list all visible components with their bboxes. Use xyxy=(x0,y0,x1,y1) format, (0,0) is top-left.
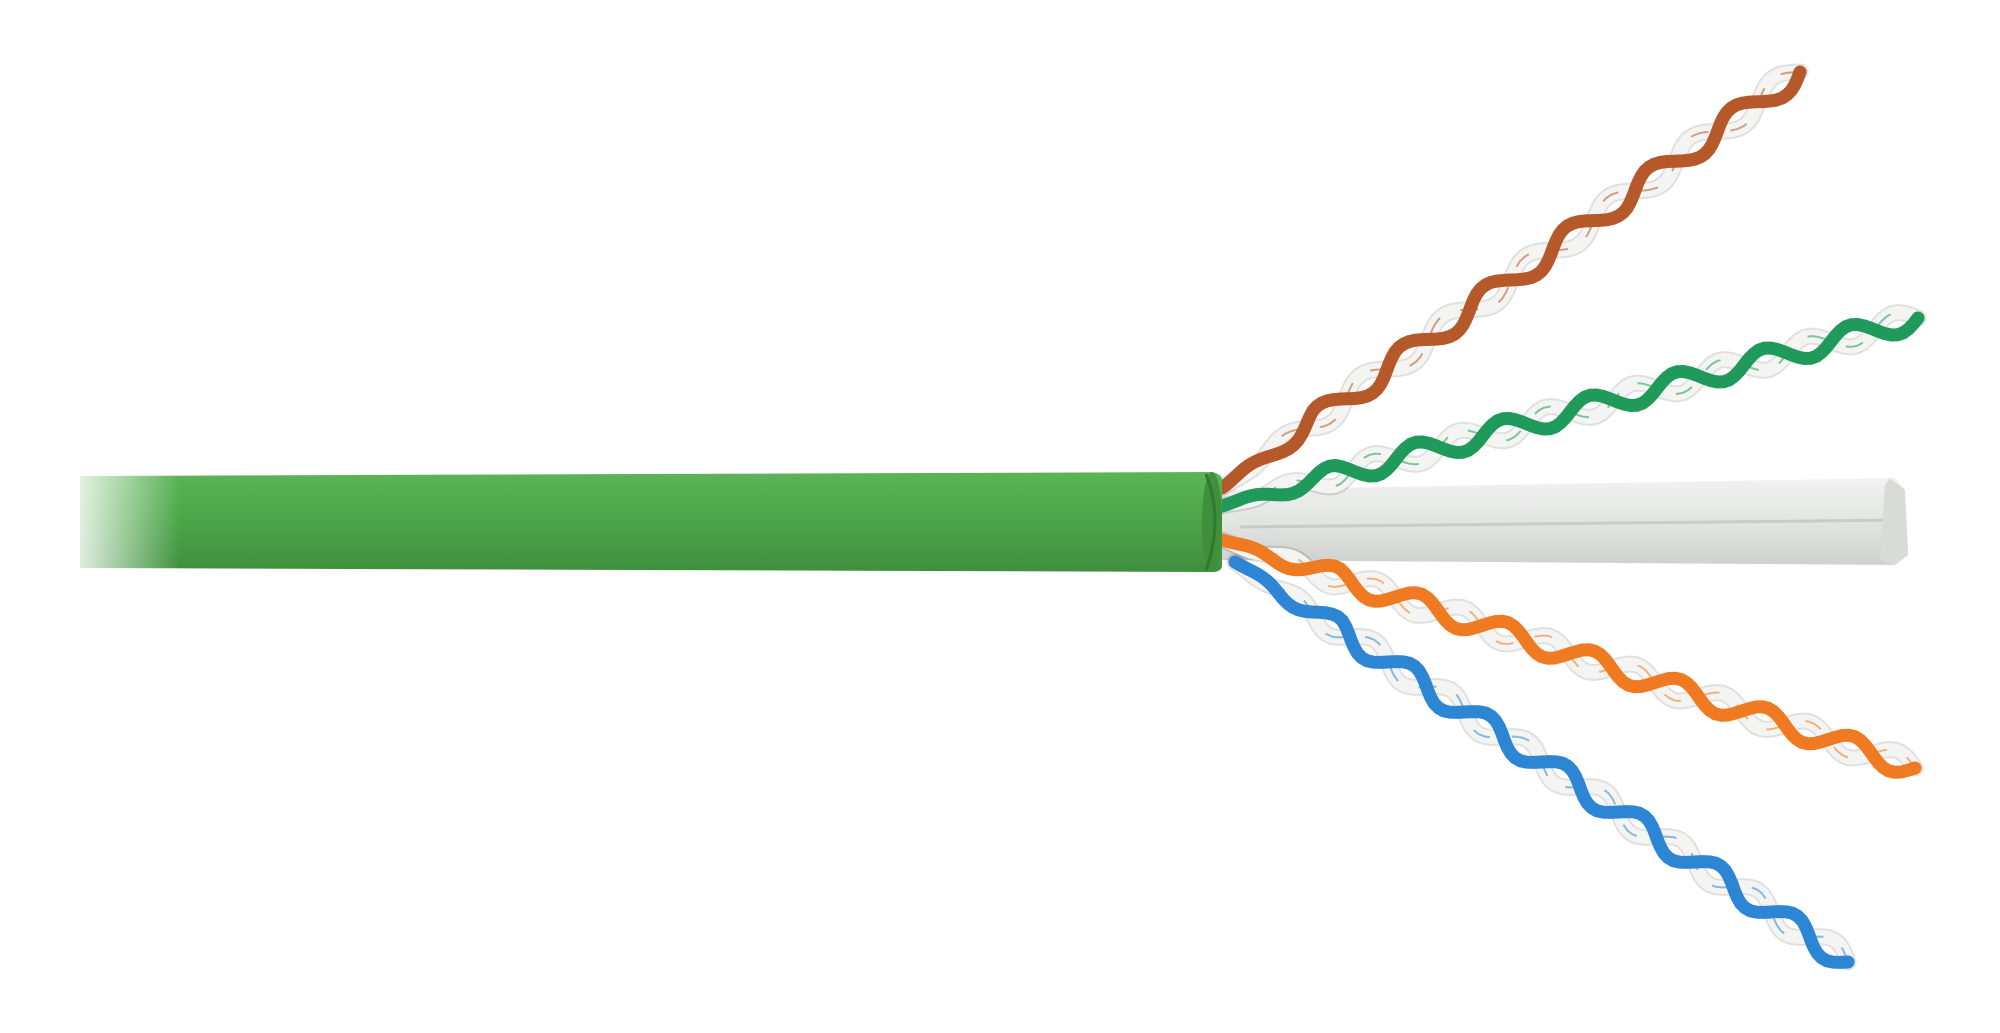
twisted-pairs xyxy=(1213,63,1927,971)
cable-jacket xyxy=(60,470,1222,575)
cable-separator xyxy=(1215,478,1908,565)
brown-pair-colored-wire xyxy=(1215,65,1807,495)
orange-pair-stripe xyxy=(1221,539,1916,769)
brown-pair-stripe xyxy=(1221,71,1801,489)
blue-pair-stripe xyxy=(1234,561,1849,963)
brown-pair xyxy=(1213,63,1809,497)
green-pair-stripe xyxy=(1221,311,1919,507)
orange-pair xyxy=(1213,531,1924,779)
green-pair xyxy=(1213,304,1927,515)
green-pair-colored-wire xyxy=(1215,311,1925,513)
blue-pair xyxy=(1226,553,1857,971)
